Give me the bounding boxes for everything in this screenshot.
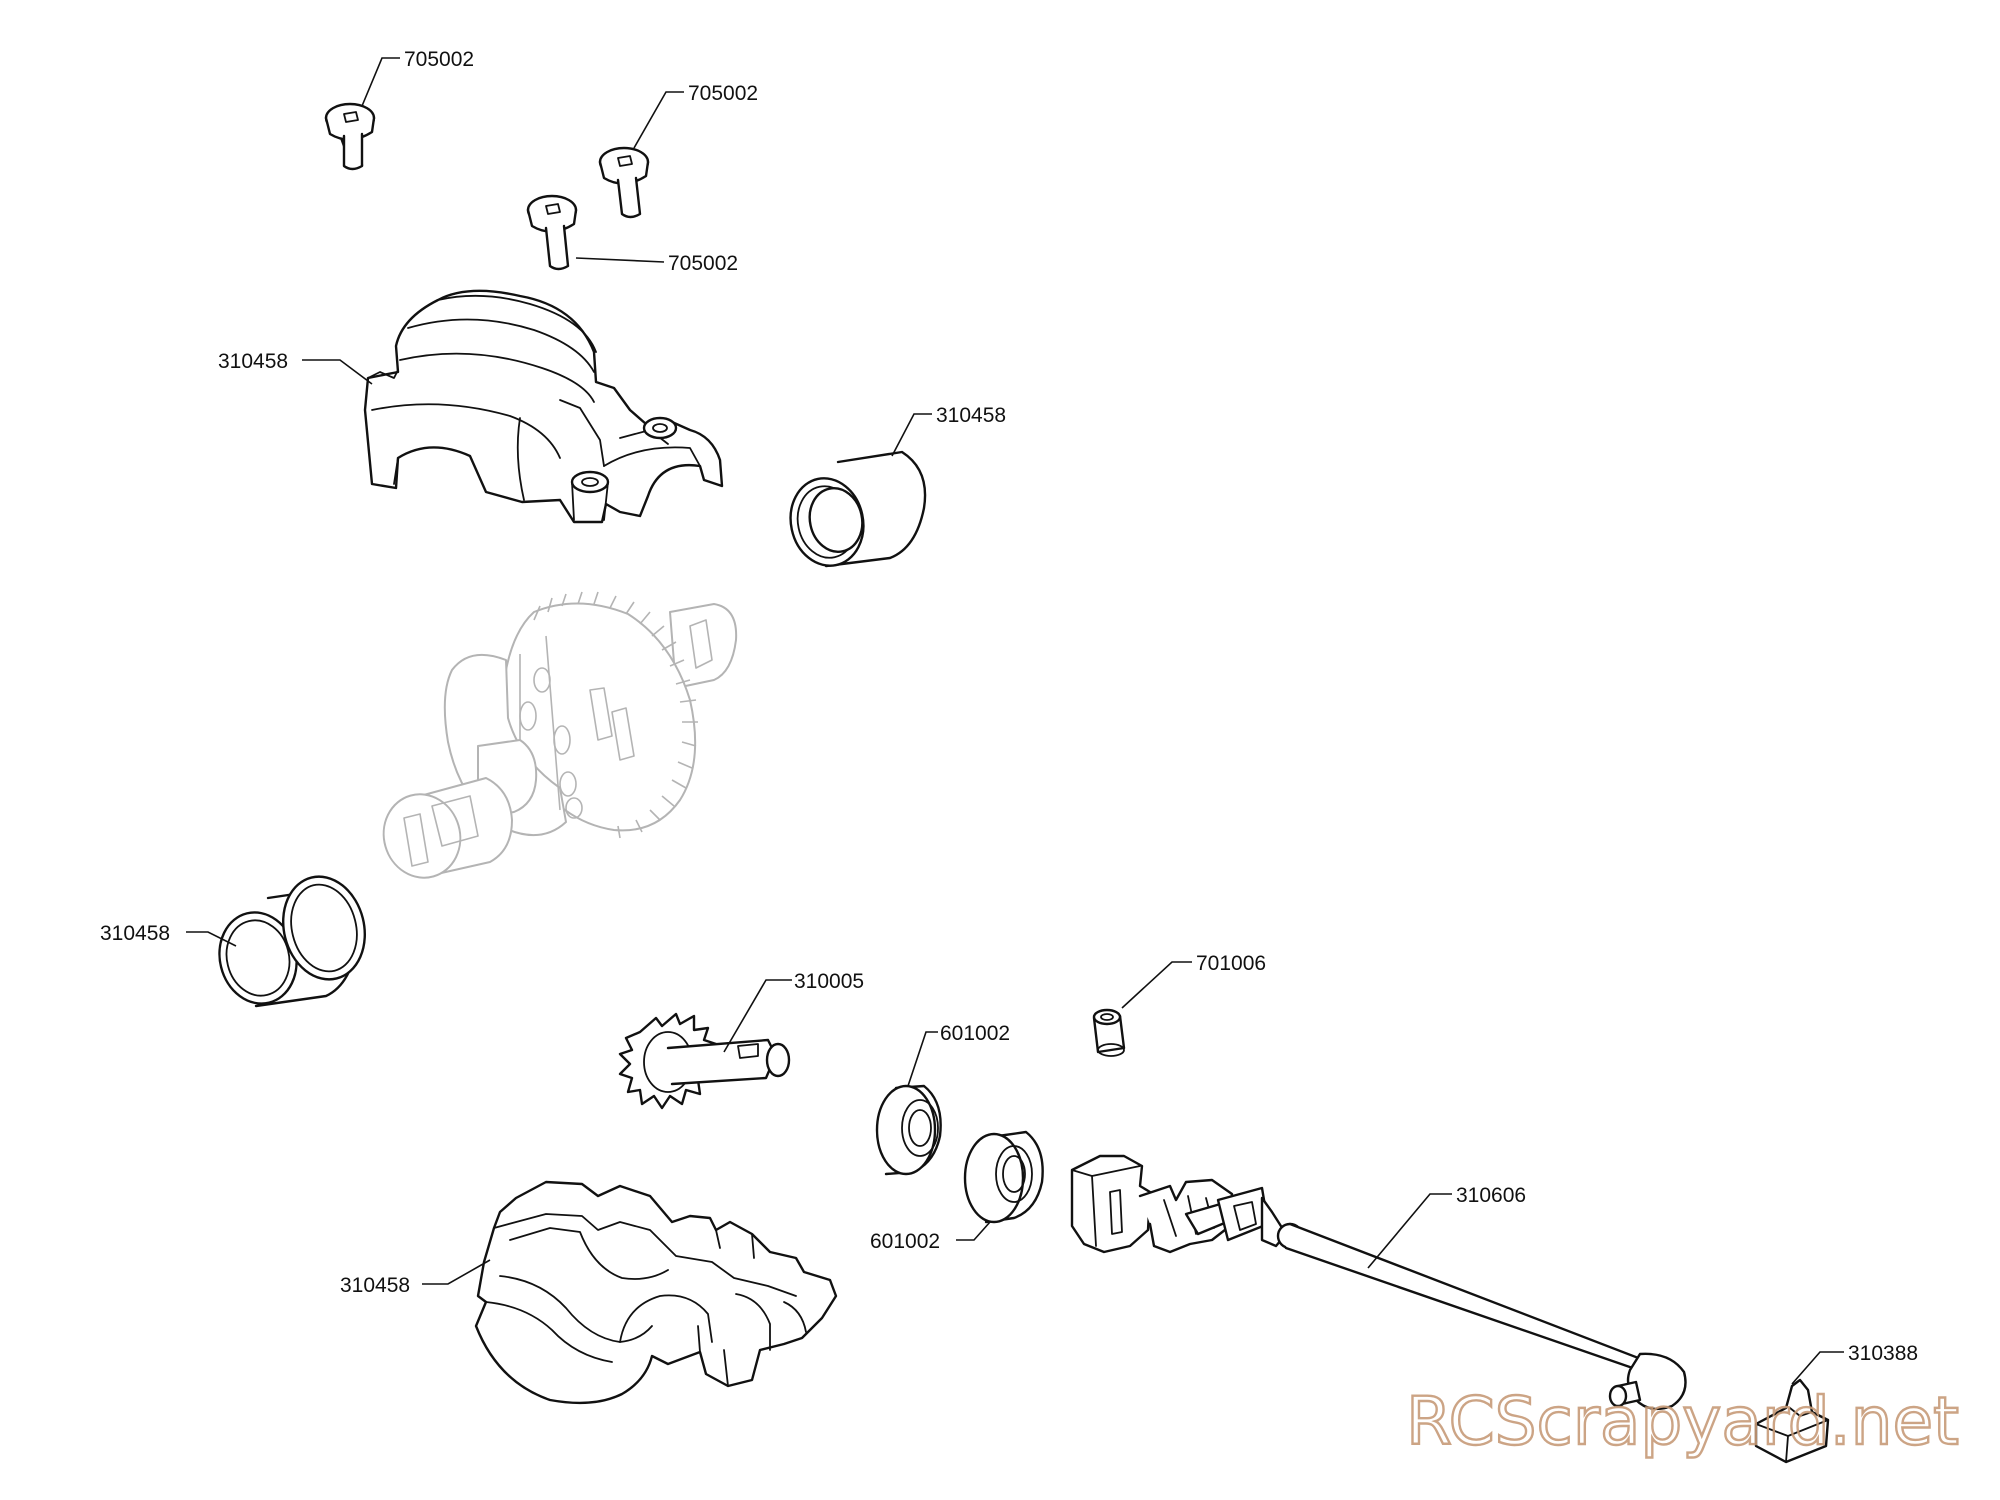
leader-screw-b — [633, 91, 684, 149]
label-housing-top: 310458 — [218, 350, 288, 373]
label-bearing-b: 601002 — [870, 1230, 940, 1253]
label-bushing-right: 310458 — [936, 404, 1006, 427]
housing-bottom — [474, 1180, 838, 1405]
leader-bushing-left — [186, 931, 237, 947]
label-screw-a: 705002 — [404, 48, 474, 71]
watermark: RCScrapyard.net — [1406, 1383, 1959, 1460]
bushing-left — [218, 875, 366, 1008]
bearing-b — [963, 1130, 1044, 1224]
label-bushing-left: 310458 — [100, 922, 170, 945]
differential-assembly — [382, 591, 738, 879]
leader-housing-top — [302, 359, 373, 385]
label-setscrew: 701006 — [1196, 952, 1266, 975]
bushing-right — [789, 450, 927, 568]
leader-driveshaft — [1367, 1193, 1452, 1269]
setscrew — [1092, 1008, 1126, 1057]
leader-clip — [1791, 1351, 1844, 1385]
leader-screw-c — [575, 257, 665, 263]
screw-c — [526, 194, 578, 271]
label-bearing-a: 601002 — [940, 1022, 1010, 1045]
leader-bushing-right — [891, 413, 932, 457]
leader-housing-bottom — [422, 1259, 491, 1285]
label-clip: 310388 — [1848, 1342, 1918, 1365]
leader-bearing-b — [956, 1221, 991, 1241]
label-screw-c: 705002 — [668, 252, 738, 275]
screw-a — [324, 102, 376, 171]
housing-top — [363, 289, 724, 524]
label-screw-b: 705002 — [688, 82, 758, 105]
label-housing-bottom: 310458 — [340, 1274, 410, 1297]
leader-setscrew — [1121, 961, 1192, 1009]
driveshaft — [1070, 1154, 1687, 1411]
pinion-gear — [618, 1012, 791, 1110]
bearing-a — [875, 1084, 942, 1176]
leader-screw-a — [361, 57, 400, 107]
clip — [1754, 1378, 1830, 1464]
leader-pinion-gear — [723, 979, 792, 1053]
label-pinion-gear: 310005 — [794, 970, 864, 993]
leader-bearing-a — [907, 1031, 938, 1087]
label-driveshaft: 310606 — [1456, 1184, 1526, 1207]
screw-b — [598, 146, 650, 219]
